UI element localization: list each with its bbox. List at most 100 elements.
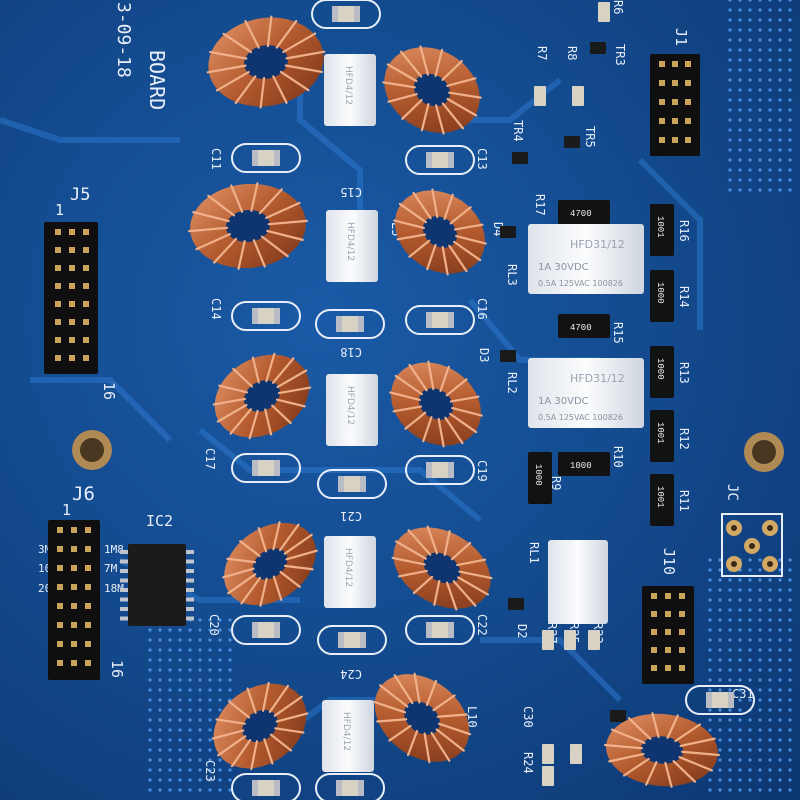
toroid-winding — [222, 567, 255, 579]
toroid-winding — [408, 363, 428, 392]
ic-pin — [120, 607, 128, 611]
toroid-winding — [211, 729, 245, 740]
capacitor-outline — [405, 455, 475, 485]
resistor-value: 1001 — [655, 216, 665, 238]
smd-capacitor — [338, 476, 366, 492]
relay-rl3-rating: 1A 30VDC — [538, 262, 589, 273]
smd-resistor — [542, 744, 554, 764]
toroid-winding — [275, 712, 309, 723]
toroid-winding — [263, 738, 274, 765]
transistor — [590, 42, 606, 54]
header-pin — [71, 546, 77, 552]
header-pin — [672, 99, 678, 105]
capacitor-terminal — [252, 308, 258, 324]
resistor-value: 4700 — [570, 209, 592, 219]
label-tr5: TR5 — [583, 126, 597, 148]
toroid-inductor — [389, 360, 483, 448]
label-c21: C21 — [340, 509, 362, 523]
small-relay — [322, 700, 374, 772]
header-pin — [85, 660, 91, 666]
toroid-winding — [419, 45, 430, 76]
transistor — [508, 598, 524, 610]
header-pin — [57, 546, 63, 552]
toroid-winding — [448, 91, 482, 99]
capacitor-outline — [231, 143, 301, 173]
label-tr4: TR4 — [511, 120, 525, 142]
header-pin — [679, 647, 685, 653]
header-pin — [57, 565, 63, 571]
toroid-winding — [279, 70, 310, 92]
toroid-winding — [451, 406, 483, 417]
toroid-winding — [446, 97, 478, 117]
toroid-winding — [664, 761, 673, 788]
transistor — [500, 226, 516, 238]
smd-capacitor — [332, 6, 360, 22]
label-r13: R13 — [677, 362, 691, 384]
header-pin — [665, 665, 671, 671]
toroid-hole — [413, 73, 451, 107]
ic-pin — [120, 597, 128, 602]
header-pin — [71, 622, 77, 628]
toroid-winding — [230, 739, 252, 768]
capacitor-terminal — [448, 152, 454, 168]
toroid-winding — [443, 529, 451, 557]
toroid-hole — [422, 216, 458, 248]
toroid-winding — [272, 575, 283, 601]
smd-capacitor — [426, 462, 454, 478]
toroid-inductor — [187, 182, 309, 270]
toroid-winding — [271, 357, 295, 384]
resistor-value: 1000 — [655, 358, 665, 380]
label-d3: D3 — [477, 348, 491, 362]
toroid-winding — [393, 674, 414, 705]
resistor-body — [558, 452, 610, 476]
capacitor-terminal — [448, 312, 454, 328]
capacitor-outline — [315, 309, 385, 339]
toroid-winding — [227, 700, 251, 719]
header-pin — [69, 355, 75, 361]
label-tr3: TR3 — [613, 44, 627, 66]
ic-pin — [186, 588, 194, 592]
header-pin — [659, 137, 665, 143]
toroid-winding — [273, 695, 303, 717]
toroid-winding — [283, 564, 314, 571]
header-pin — [659, 80, 665, 86]
capacitor-terminal — [338, 632, 344, 648]
toroid-winding — [425, 679, 438, 707]
smd-capacitor — [252, 308, 280, 324]
header-pin — [57, 622, 63, 628]
toroid-winding — [423, 732, 431, 764]
header-pin — [57, 527, 63, 533]
header-pin — [55, 229, 61, 235]
toroid-winding — [392, 405, 423, 413]
relay-model: HFD4/12 — [343, 66, 353, 105]
label-r8: R8 — [565, 46, 579, 60]
toroid-winding — [450, 541, 472, 561]
toroid-winding — [239, 540, 261, 558]
toroid-winding — [259, 76, 266, 109]
capacitor-terminal — [252, 150, 258, 166]
toroid-winding — [426, 244, 437, 271]
toroid-winding — [449, 395, 480, 403]
toroid-winding — [275, 19, 298, 49]
capacitor-terminal — [354, 6, 360, 22]
toroid-inductor — [391, 525, 493, 611]
smd-capacitor — [252, 460, 280, 476]
header-pin — [57, 584, 63, 590]
label-j10: J10 — [660, 548, 678, 575]
header-pin — [71, 584, 77, 590]
toroid-winding — [259, 577, 268, 607]
label-j5: J5 — [70, 185, 90, 205]
header-pin — [57, 641, 63, 647]
toroid-winding — [412, 575, 434, 595]
toroid-inductor — [212, 352, 312, 440]
header-pin — [83, 301, 89, 307]
capacitor-terminal — [426, 152, 432, 168]
toroid-inductor — [372, 672, 472, 764]
toroid-winding — [187, 226, 229, 233]
toroid-winding — [237, 239, 246, 270]
header-pin — [665, 629, 671, 635]
smd-resistor — [564, 630, 576, 650]
header-pin — [85, 584, 91, 590]
toroid-winding — [391, 556, 426, 566]
